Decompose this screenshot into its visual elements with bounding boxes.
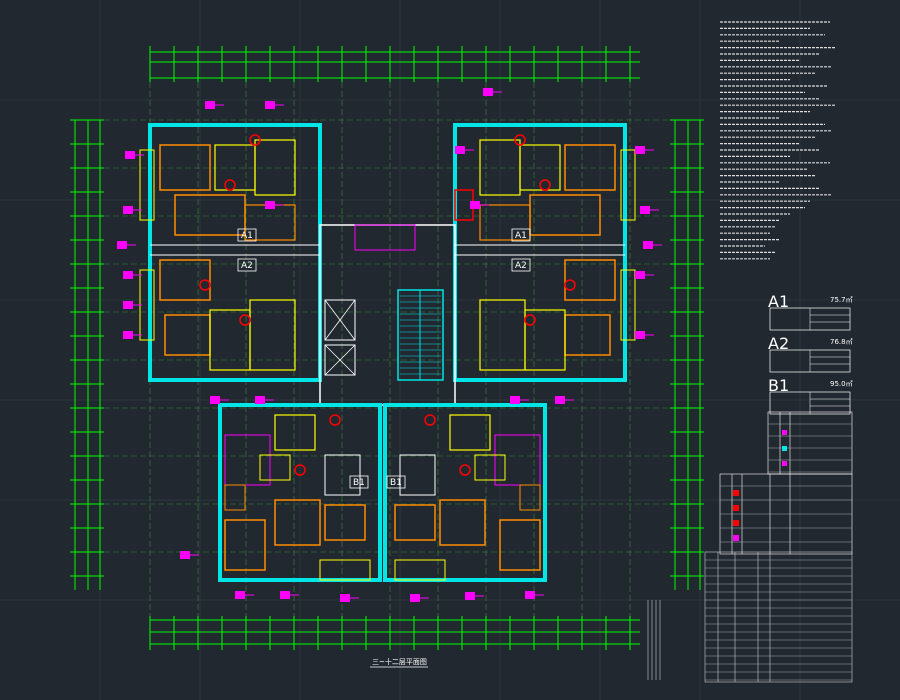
unit-label-b1-right: B1 [390, 478, 402, 488]
central-core [319, 224, 456, 406]
grid-axis-ticks [70, 46, 704, 650]
schedule-color-swatches [733, 430, 787, 541]
plan-caption: 三~十二层平面图 [370, 657, 428, 668]
wing-lower-right [383, 403, 547, 582]
unit-label-a2-left: A2 [241, 261, 253, 271]
dimension-lines [74, 51, 701, 645]
unit-label-b1-left: B1 [353, 478, 365, 488]
legend-area-b1: 95.0㎡ [830, 380, 853, 388]
wing-lower-left [218, 403, 382, 582]
unit-labels: A1 A2 A1 A2 B1 B1 [237, 228, 531, 489]
plan-caption-text: 三~十二层平面图 [372, 657, 427, 666]
legend-type-a2: A2 [768, 334, 789, 353]
wing-upper-right [453, 123, 636, 382]
hatch-legend-table [704, 551, 853, 683]
unit-label-a1-right: A1 [515, 231, 527, 241]
legend-area-a1: 75.7㎡ [830, 296, 853, 304]
design-notes-block [720, 21, 835, 260]
vertical-note-lines [647, 600, 661, 680]
unit-area-legend: A1 75.7㎡ A2 76.8㎡ B1 95.0㎡ [768, 292, 853, 415]
unit-label-a2-right: A2 [515, 261, 527, 271]
legend-type-a1: A1 [768, 292, 789, 311]
legend-area-a2: 76.8㎡ [830, 338, 853, 346]
wing-upper-left [139, 123, 322, 382]
legend-type-b1: B1 [768, 376, 789, 395]
room-schedule-table [767, 411, 853, 475]
axis-lines [104, 82, 670, 616]
index-tags [117, 88, 662, 602]
unit-label-a1-left: A1 [241, 231, 253, 241]
